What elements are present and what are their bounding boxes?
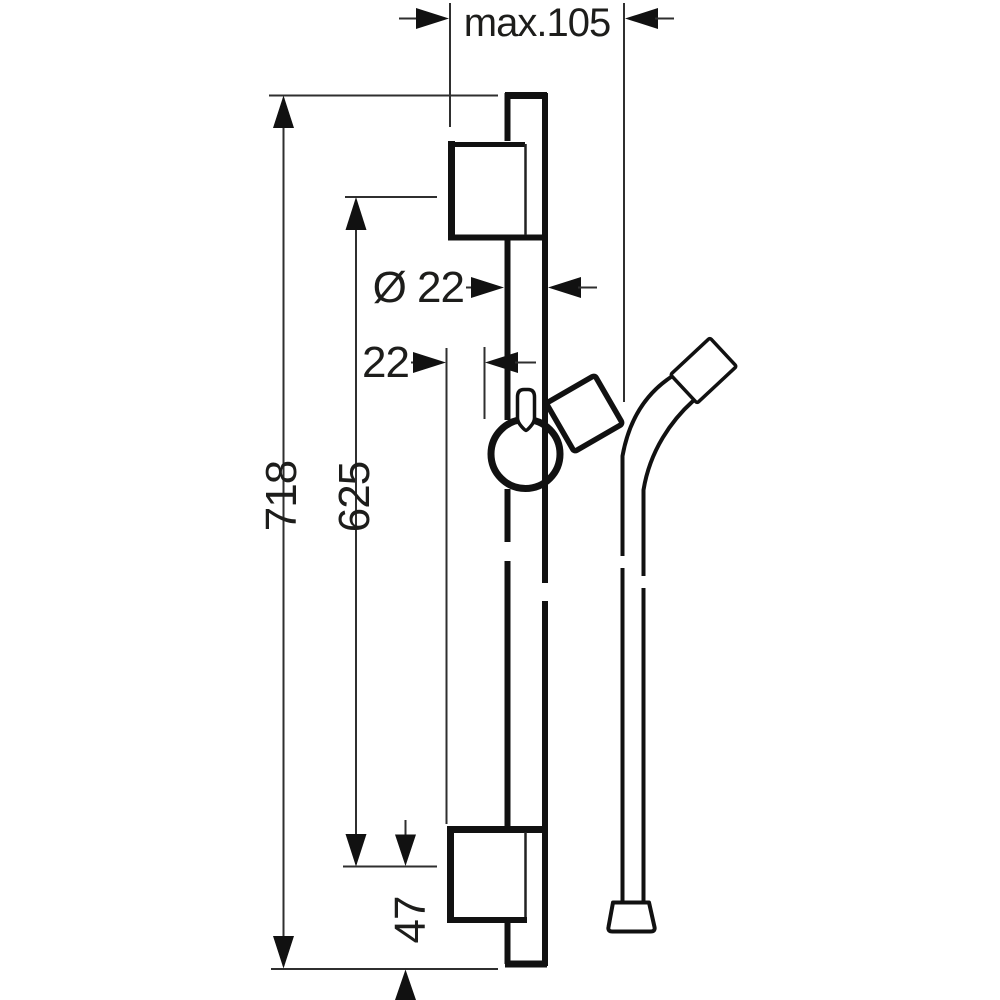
dim-625-label: 625 [330,462,379,532]
hose-inner-edge-upper [620,375,673,556]
dim-max-wall-clearance: max.105 [399,1,674,402]
bottom-wall-bracket [447,826,547,923]
dim-dia22-arrow-right-icon [471,277,504,298]
slider-unit [487,373,625,492]
top-bracket-body [448,141,527,238]
dim-max105-arrow-left-icon [625,8,658,29]
dim-dia22-label: Ø 22 [373,263,464,312]
dim-22-arrow-left-icon [485,352,518,373]
hose-outer-edge-upper [641,399,695,576]
dim-22-label: 22 [362,338,409,387]
hand-shower-holder [544,373,625,454]
shower-rail [504,92,548,968]
dim-47-arrow-up-icon [395,969,416,1000]
dim-bracket-to-rail-end: 47 [386,820,435,1000]
dim-625-arrow-down-icon [345,834,367,867]
hose-nut [606,900,657,934]
dim-47-arrow-down-icon [395,834,416,866]
top-wall-bracket [448,141,542,241]
dim-47-label: 47 [386,897,435,944]
dim-625-arrow-up-icon [345,197,367,230]
shower-hose [606,336,738,934]
dim-718-arrow-up-icon [273,95,294,128]
dim-718-label: 718 [257,461,306,531]
hose-connector [669,336,738,405]
dim-max105-label: max.105 [464,1,610,45]
dim-max105-arrow-right-icon [416,8,449,29]
bottom-bracket-body [447,827,527,923]
dim-718-arrow-down-icon [273,936,294,969]
dim-rail-length: 718 [257,94,498,970]
dim-22-arrow-right-icon [413,352,446,373]
slider-pointer [515,387,537,433]
dim-bracket-spacing: 625 [330,196,437,868]
dim-rail-diameter: Ø 22 [373,263,597,312]
dim-dia22-arrow-left-icon [548,277,581,298]
